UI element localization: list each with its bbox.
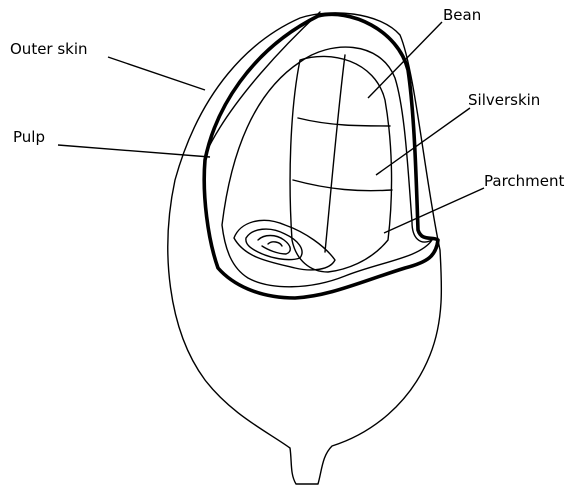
label-bean: Bean bbox=[443, 6, 481, 24]
parchment-leader bbox=[384, 188, 484, 233]
outer-skin-leader bbox=[108, 57, 205, 90]
label-silverskin: Silverskin bbox=[468, 91, 540, 109]
embryo-coil-3 bbox=[268, 242, 282, 246]
outer-skin-outline bbox=[168, 13, 442, 484]
embryo-coil-2 bbox=[258, 236, 290, 255]
pulp-leader bbox=[58, 145, 210, 157]
bean-band-1 bbox=[298, 118, 390, 126]
bean-band-2 bbox=[293, 180, 392, 191]
label-parchment: Parchment bbox=[484, 172, 565, 190]
bean-leader bbox=[368, 22, 442, 98]
label-pulp: Pulp bbox=[13, 128, 45, 146]
outer-skin-cut-rim bbox=[205, 12, 320, 155]
bean-crease bbox=[325, 55, 345, 252]
label-outer-skin: Outer skin bbox=[10, 40, 88, 58]
